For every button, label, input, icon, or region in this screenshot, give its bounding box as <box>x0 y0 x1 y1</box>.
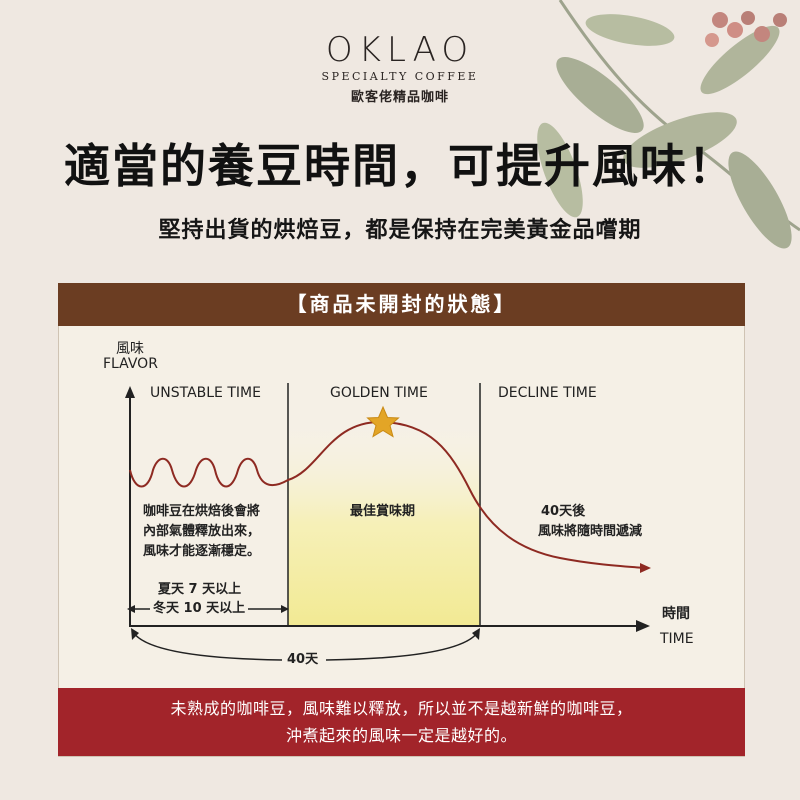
golden-time-zone <box>288 420 480 625</box>
y-axis-label-en: FLAVOR <box>103 356 158 372</box>
phase-label-decline: DECLINE TIME <box>498 385 597 401</box>
brand-tagline-en: SPECIALTY COFFEE <box>321 70 479 83</box>
page-headline: 適當的養豆時間，可提升風味！ <box>64 139 736 193</box>
rest-summer-label: 夏天 7 天以上 <box>158 582 242 597</box>
forty-day-arc <box>132 631 283 661</box>
unstable-desc-line2: 內部氣體釋放出來， <box>143 524 261 539</box>
flavor-curve <box>129 420 646 569</box>
x-axis-label-zh: 時間 <box>662 606 690 622</box>
decline-desc-line1: 40天後 <box>541 504 586 519</box>
peak-star-icon <box>366 405 400 438</box>
decline-desc-line2: 風味將隨時間遞減 <box>538 524 643 539</box>
brand-tagline-zh: 歐客佬精品咖啡 <box>350 90 449 105</box>
unstable-desc-line1: 咖啡豆在烘焙後會將 <box>143 504 261 519</box>
y-axis-label-zh: 風味 <box>116 341 144 357</box>
unstable-desc-line3: 風味才能逐漸穩定。 <box>143 544 261 559</box>
curve-arrow <box>640 563 651 573</box>
rest-winter-label: 冬天 10 天以上 <box>150 599 249 619</box>
phase-label-golden: GOLDEN TIME <box>330 385 428 401</box>
panel-title: 【商品未開封的狀態】 <box>58 283 745 326</box>
golden-desc: 最佳賞味期 <box>350 504 416 519</box>
panel-footer-note: 未熟成的咖啡豆，風味難以釋放，所以並不是越新鮮的咖啡豆， 沖煮起來的風味一定是越… <box>58 688 745 756</box>
forty-day-label: 40天 <box>287 652 319 667</box>
page-subheadline: 堅持出貨的烘焙豆，都是保持在完美黃金品嚐期 <box>158 218 642 243</box>
x-axis-label-en: TIME <box>660 631 694 647</box>
footer-line-2: 沖煮起來的風味一定是越好的。 <box>285 726 517 745</box>
phase-label-unstable: UNSTABLE TIME <box>150 385 261 401</box>
brand-logo: OKLAO <box>325 30 475 70</box>
footer-line-1: 未熟成的咖啡豆，風味難以釋放，所以並不是越新鮮的咖啡豆， <box>170 699 633 718</box>
y-axis-arrow <box>125 386 135 398</box>
x-axis-arrow <box>636 620 650 632</box>
